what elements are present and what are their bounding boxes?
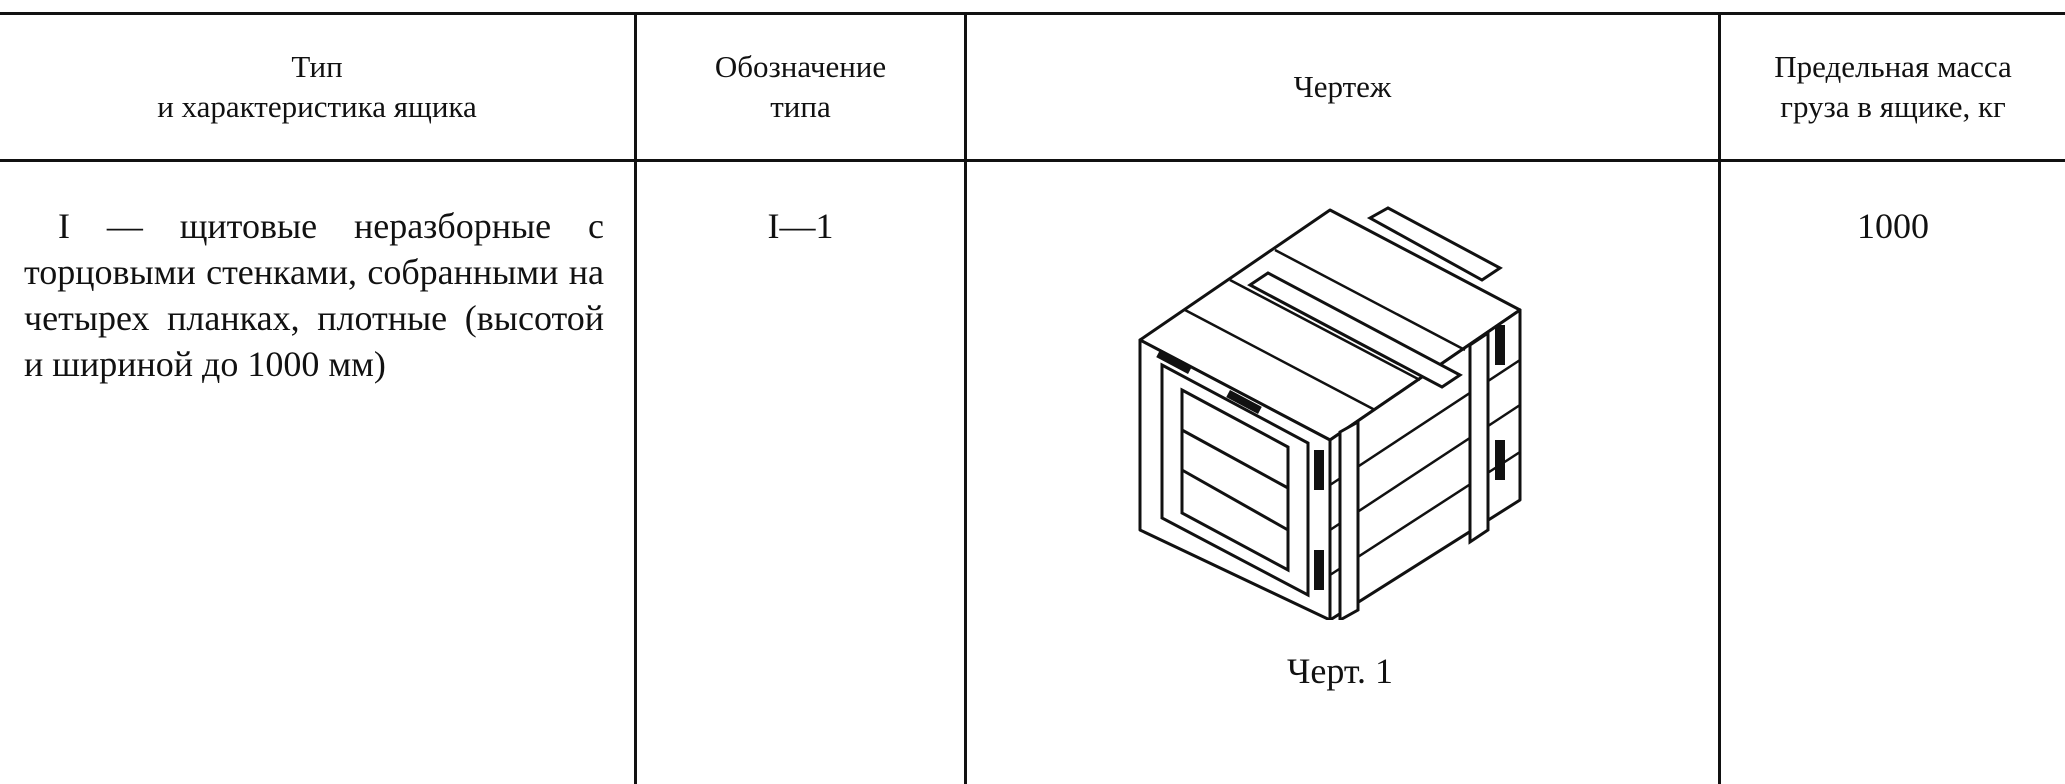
column-divider-2 <box>964 12 967 784</box>
crate-drawing-icon <box>1138 206 1522 620</box>
drawing-caption: Черт. 1 <box>1287 651 1393 691</box>
table-top-rule <box>0 12 2065 15</box>
header-drawing: Чертеж <box>1293 69 1392 104</box>
header-bottom-rule <box>0 159 2065 162</box>
column-divider-1 <box>634 12 637 784</box>
column-divider-3 <box>1718 12 1721 784</box>
header-type: Тип и характеристика ящика <box>157 49 477 124</box>
header-designation: Обозначение типа <box>714 49 887 124</box>
row-type-description: I — щитовые неразборные с торцовыми стен… <box>24 206 604 384</box>
row-designation: I—1 <box>767 206 834 246</box>
row-max-mass: 1000 <box>1857 206 1929 246</box>
header-max-mass: Предельная масса груза в ящике, кг <box>1774 49 2012 124</box>
